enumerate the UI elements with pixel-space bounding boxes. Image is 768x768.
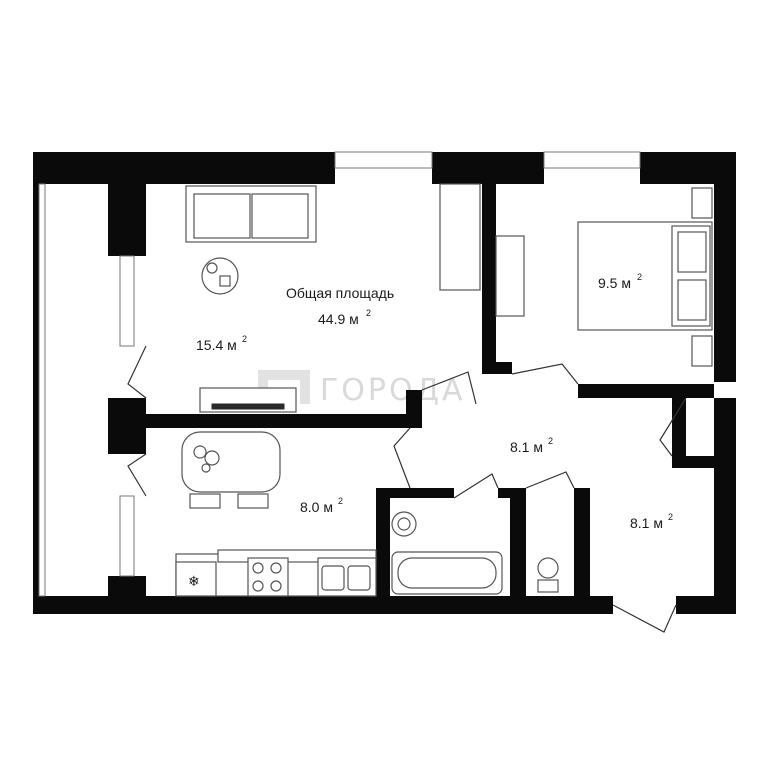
hall-area-sup: 2 xyxy=(548,436,553,446)
balcony-door-lower xyxy=(127,453,147,497)
bedroom-area-sup: 2 xyxy=(637,272,642,282)
wall-top-left xyxy=(33,152,335,184)
living-room-area-sup: 2 xyxy=(242,334,247,344)
door-bedroom xyxy=(511,363,579,385)
kitchen-furniture: ❄ xyxy=(175,431,377,597)
total-area-label: Общая площадь xyxy=(286,285,394,301)
burner-icon xyxy=(252,562,264,574)
wall-right-upper xyxy=(714,152,736,382)
snowflake-icon: ❄ xyxy=(188,573,200,589)
nightstand xyxy=(691,335,713,367)
chair xyxy=(189,493,221,509)
door-kitchen xyxy=(393,427,411,489)
wall-bedroom-left xyxy=(482,184,496,368)
entry-area: 8.1 м xyxy=(630,515,663,531)
wall-bath-left xyxy=(376,488,390,596)
wall-bath-top xyxy=(376,488,454,498)
wall-bedroom-bottom xyxy=(578,384,714,398)
hall-doors xyxy=(393,363,687,633)
balcony-doors xyxy=(127,345,147,497)
walls xyxy=(33,152,736,614)
wall-bath-wc-divider xyxy=(510,488,526,596)
watermark-text: ГОРОДА xyxy=(320,373,466,408)
wall-left-column-top xyxy=(108,184,146,256)
pillow-icon xyxy=(677,279,707,321)
cup-icon xyxy=(201,463,211,473)
nightstand xyxy=(691,187,713,219)
wall-left-column-mid xyxy=(108,398,146,454)
window-top-bedroom xyxy=(543,151,641,169)
bathroom-fixtures xyxy=(391,511,559,595)
windows xyxy=(38,151,641,597)
dining-table xyxy=(181,431,281,493)
burner-icon xyxy=(252,580,264,592)
toilet-icon xyxy=(537,557,559,579)
kitchen-area: 8.0 м xyxy=(300,499,333,515)
entrance-door xyxy=(612,604,677,633)
burner-icon xyxy=(270,580,282,592)
living-room-area: 15.4 м xyxy=(196,337,237,353)
plate-icon xyxy=(204,450,220,466)
bedroom-dresser xyxy=(495,235,525,317)
bedroom-furniture xyxy=(495,187,713,367)
wall-bottom-left xyxy=(33,596,613,614)
fridge xyxy=(175,561,217,597)
wall-top-mid xyxy=(432,152,544,184)
door-bathroom xyxy=(453,473,499,499)
burner-icon xyxy=(270,562,282,574)
wall-wc-right xyxy=(574,488,590,596)
wall-living-kitchen xyxy=(146,414,410,428)
door-living xyxy=(421,371,477,405)
wall-left-strip xyxy=(33,152,39,614)
wall-living-hall-post xyxy=(406,390,422,428)
bedroom-area: 9.5 м xyxy=(598,275,631,291)
tv-icon xyxy=(211,403,285,410)
window-left-kitchen xyxy=(119,495,135,577)
door-wc xyxy=(525,471,575,489)
wall-bedroom-left-stub xyxy=(482,362,512,374)
window-top-living xyxy=(334,151,433,169)
stove xyxy=(247,557,289,597)
wall-left-column-bottom xyxy=(108,576,146,596)
chair xyxy=(237,493,269,509)
window-left-living xyxy=(119,255,135,347)
wall-bottom-right xyxy=(676,596,736,614)
balcony-door-upper xyxy=(127,345,147,399)
balcony-glazing xyxy=(38,183,46,597)
pillow-icon xyxy=(677,231,707,273)
total-area-value: 44.9 м xyxy=(318,311,359,327)
living-furniture xyxy=(185,183,481,413)
entry-area-sup: 2 xyxy=(668,512,673,522)
wall-closet-bottom xyxy=(672,456,714,468)
hall-area: 8.1 м xyxy=(510,439,543,455)
labels: Общая площадь 44.9 м 2 15.4 м 2 9.5 м 2 … xyxy=(196,272,673,531)
wardrobe xyxy=(439,183,481,291)
wall-right-lower xyxy=(714,398,736,614)
total-area-unit-sup: 2 xyxy=(366,308,371,318)
door-closet xyxy=(659,397,687,457)
kitchen-area-sup: 2 xyxy=(338,496,343,506)
plate-icon xyxy=(193,445,207,459)
